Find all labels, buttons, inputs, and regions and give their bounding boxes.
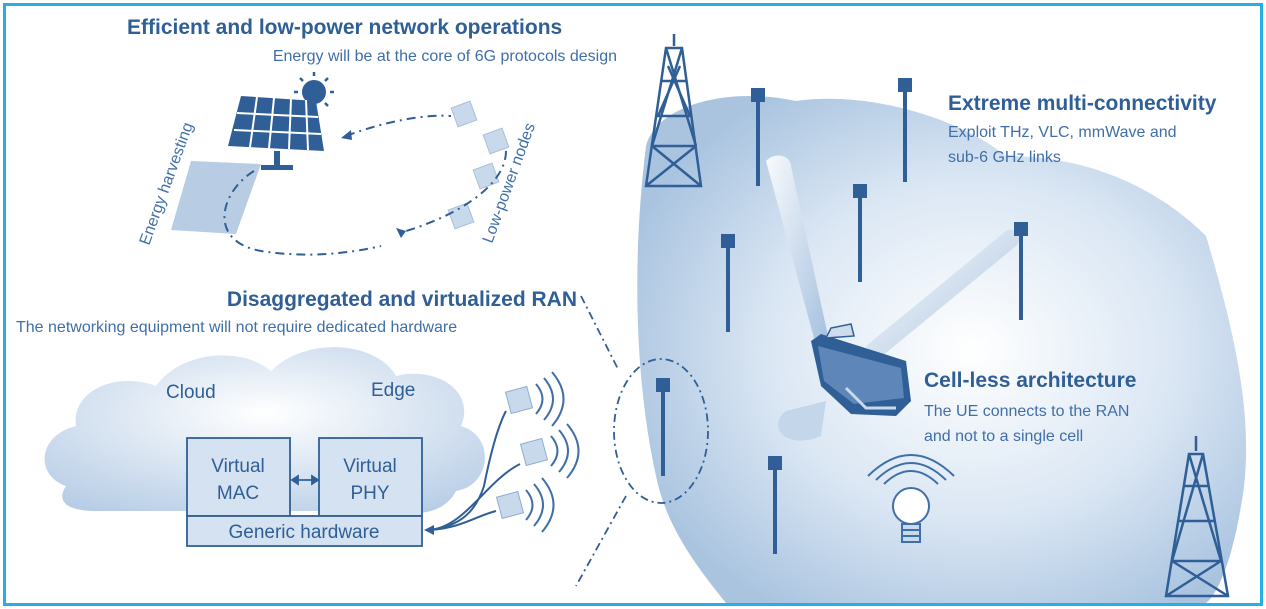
energy-subtitle: Energy will be at the core of 6G protoco… <box>273 48 617 65</box>
cellless-title: Cell-less architecture <box>924 369 1136 392</box>
tower-icon-top <box>644 34 703 188</box>
virtual-mac-line2: MAC <box>217 483 259 504</box>
antenna-3 <box>853 184 867 282</box>
dashed-divider-top <box>580 295 620 372</box>
virtual-mac-box <box>186 437 291 517</box>
light-bulb-icon <box>867 454 955 543</box>
generic-hardware-label: Generic hardware <box>228 522 379 543</box>
cellless-line1: The UE connects to the RAN <box>924 403 1129 420</box>
diagram-frame: Efficient and low-power network operatio… <box>3 3 1263 606</box>
virtual-phy-line1: Virtual <box>343 456 397 477</box>
beam-mmwave <box>866 229 1020 361</box>
multi-line2: sub-6 GHz links <box>948 149 1061 166</box>
energy-title: Efficient and low-power network operatio… <box>127 16 562 39</box>
cloud-label: Cloud <box>166 382 216 403</box>
harvesting-panel <box>171 161 261 234</box>
virtual-phy-line2: PHY <box>350 483 389 504</box>
beam-down <box>778 401 826 441</box>
loop-arrowhead-2 <box>341 130 352 140</box>
edge-label: Edge <box>371 380 415 401</box>
antenna-4 <box>721 234 735 332</box>
generic-hardware-box <box>186 515 423 547</box>
low-power-nodes <box>447 100 510 230</box>
virtual-phy-box <box>318 437 423 517</box>
ran-title: Disaggregated and virtualized RAN <box>227 288 577 311</box>
hardware-links <box>429 410 521 531</box>
dashed-divider-bottom <box>575 495 627 587</box>
beam-vlc <box>766 155 828 338</box>
energy-loop <box>223 114 507 256</box>
cell-area <box>637 96 1247 603</box>
solar-panel-icon <box>228 96 324 170</box>
wireless-nodes <box>495 371 580 533</box>
ran-subtitle: The networking equipment will not requir… <box>16 319 457 336</box>
diagram-canvas: Efficient and low-power network operatio… <box>16 16 1247 603</box>
virtual-mac-line1: Virtual <box>211 456 265 477</box>
antenna-5 <box>1014 222 1028 320</box>
dashed-ellipse <box>613 358 709 504</box>
hardware-arrowhead <box>424 525 434 535</box>
antenna-7 <box>656 378 670 476</box>
mac-phy-arrow <box>290 474 320 486</box>
cellless-line2: and not to a single cell <box>924 428 1083 445</box>
vr-headset-icon <box>811 323 911 416</box>
antenna-1 <box>751 88 765 186</box>
loop-arrowhead-1 <box>396 228 406 238</box>
multi-line1: Exploit THz, VLC, mmWave and <box>948 124 1177 141</box>
antenna-6 <box>768 456 782 554</box>
sun-icon <box>294 72 334 107</box>
antenna-2 <box>898 78 912 182</box>
multi-title: Extreme multi-connectivity <box>948 92 1217 115</box>
tower-icon-bottom <box>1164 436 1230 598</box>
